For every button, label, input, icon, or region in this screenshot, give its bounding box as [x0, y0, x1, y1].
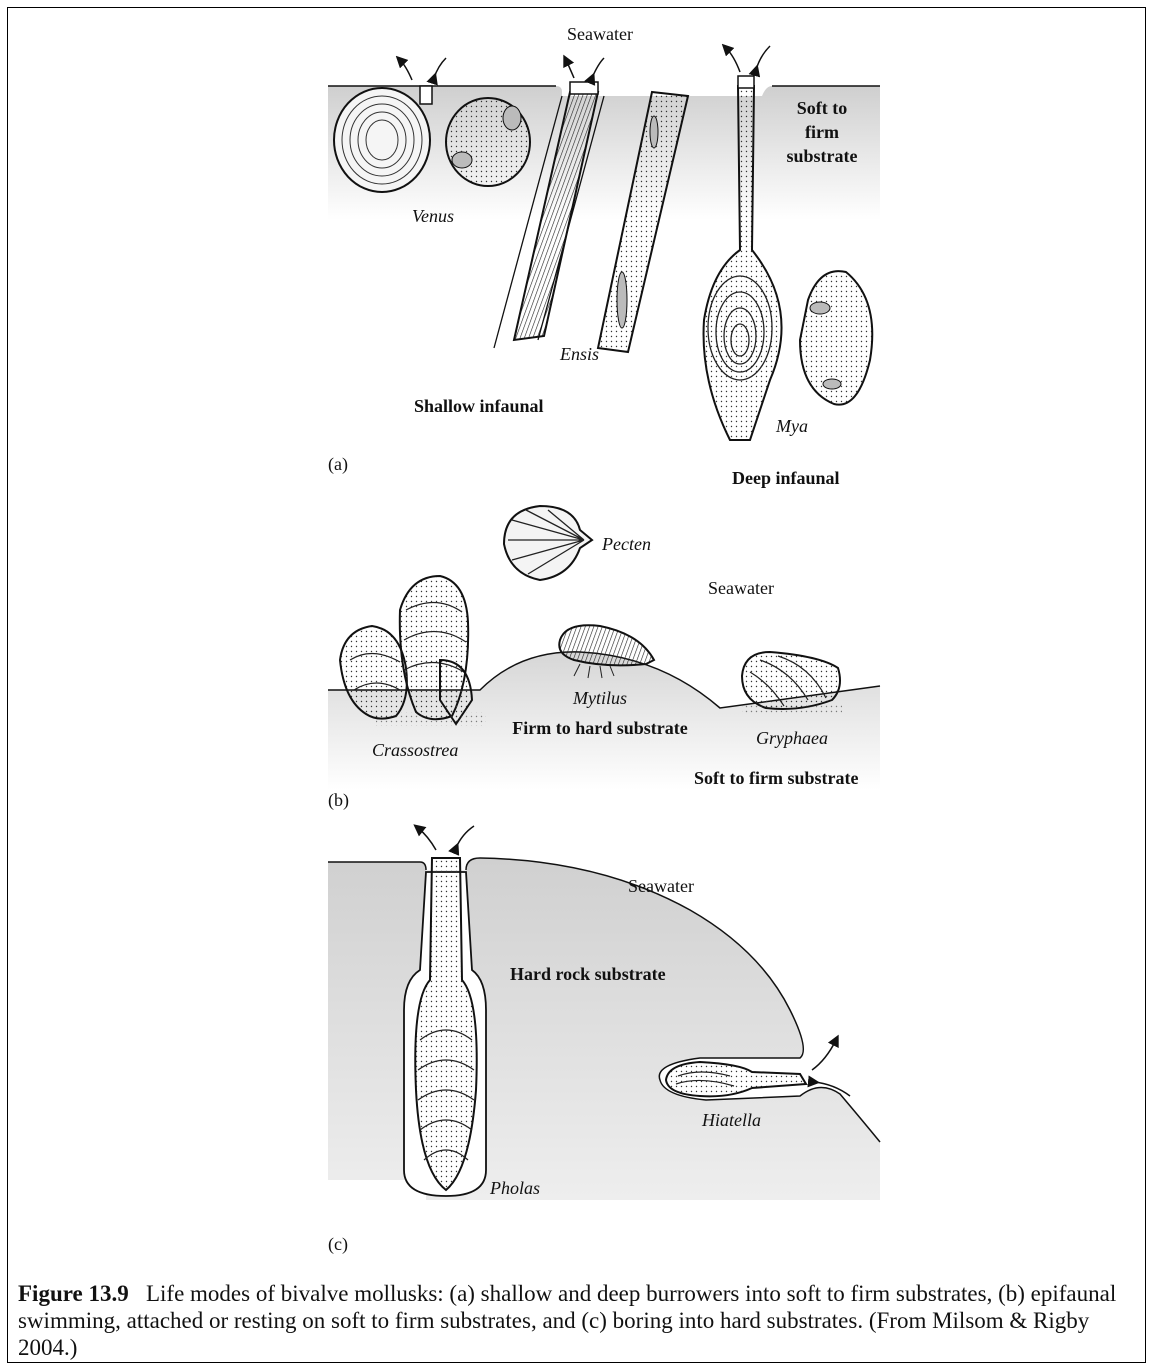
panel-a-substrate-line3: substrate: [787, 146, 858, 166]
figure-caption: Figure 13.9 Life modes of bivalve mollus…: [18, 1280, 1146, 1361]
pecten-shell: [504, 506, 592, 580]
panel-c-seawater-label: Seawater: [628, 876, 694, 896]
pholas-label: Pholas: [489, 1178, 540, 1198]
deep-infaunal-label: Deep infaunal: [732, 468, 840, 488]
panel-c-label: (c): [328, 1234, 348, 1255]
venus-label: Venus: [412, 206, 454, 226]
crassostrea-shell: [340, 576, 486, 726]
hiatella-label: Hiatella: [701, 1110, 761, 1130]
figure-number: Figure 13.9: [18, 1281, 129, 1306]
gryphaea-shell: [742, 652, 842, 714]
shallow-infaunal-label: Shallow infaunal: [414, 396, 544, 416]
gryphaea-label: Gryphaea: [756, 728, 828, 748]
caption-text: Life modes of bivalve mollusks: (a) shal…: [18, 1281, 1116, 1360]
panel-a-seawater-label: Seawater: [567, 24, 633, 44]
mytilus-label: Mytilus: [572, 688, 627, 708]
panel-a-substrate-line2: firm: [805, 122, 839, 142]
panel-a-label: (a): [328, 454, 348, 475]
soft-firm-substrate-label: Soft to firm substrate: [694, 768, 858, 788]
hard-rock-substrate-label: Hard rock substrate: [510, 964, 666, 984]
panel-b-label: (b): [328, 790, 349, 811]
firm-hard-substrate-label: Firm to hard substrate: [512, 718, 687, 738]
pecten-label: Pecten: [601, 534, 651, 554]
panel-b: Pecten Seawater Mytilus Crassostrea Firm…: [328, 506, 880, 811]
panel-a-substrate-line1: Soft to: [797, 98, 848, 118]
crassostrea-label: Crassostrea: [372, 740, 458, 760]
panel-c: Seawater Hard rock substrate Hiatella Ph…: [328, 826, 880, 1255]
panel-b-seawater-label: Seawater: [708, 578, 774, 598]
panel-a: Seawater Soft to firm substrate Venus En…: [328, 24, 880, 488]
ensis-label: Ensis: [559, 344, 599, 364]
mya-label: Mya: [775, 416, 808, 436]
